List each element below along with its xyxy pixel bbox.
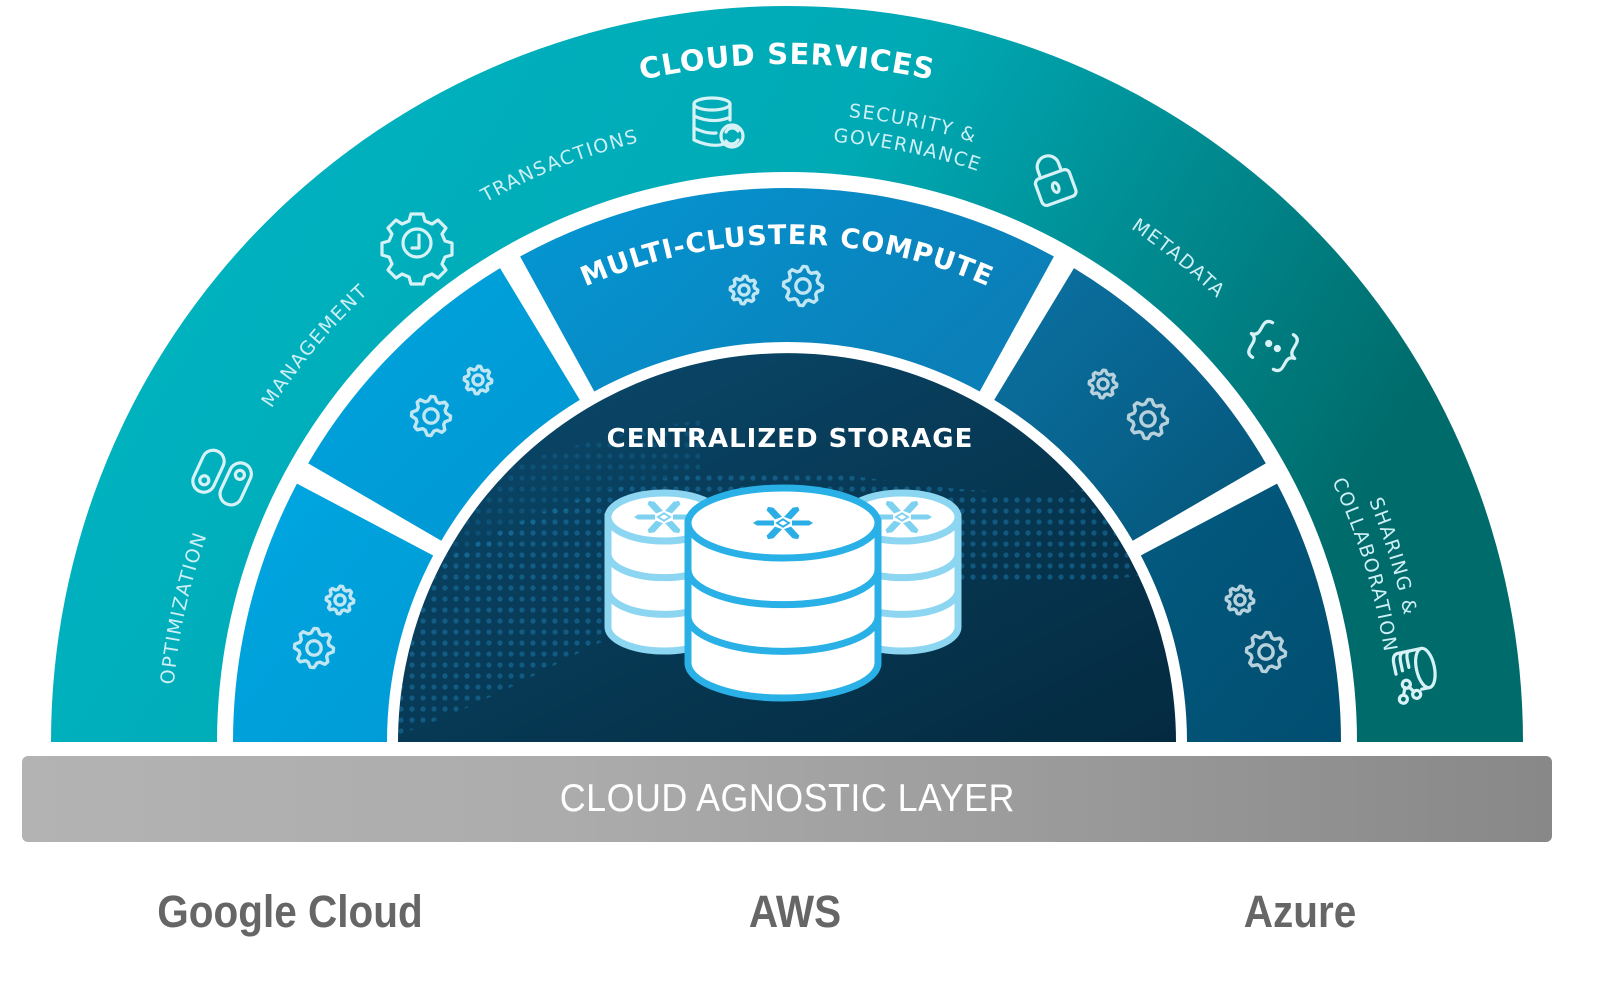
database-share-icon xyxy=(1391,646,1437,705)
database-cylinder xyxy=(684,484,882,702)
gear-icon xyxy=(1087,368,1119,400)
compute-segment xyxy=(308,268,580,541)
gear-icon xyxy=(1244,630,1288,674)
database-sync-icon xyxy=(692,96,745,149)
gear-icon xyxy=(462,364,494,396)
dot-wave-pattern xyxy=(398,420,1176,740)
provider-google-cloud: Google Cloud xyxy=(157,886,423,937)
snowflake-logo-icon xyxy=(753,506,813,540)
toggle-switches-icon xyxy=(191,448,253,507)
provider-aws: AWS xyxy=(748,886,842,937)
curly-brackets-icon xyxy=(1247,319,1299,373)
centralized-storage-title: CENTRALIZED STORAGE xyxy=(607,424,974,454)
gear-icon xyxy=(781,264,825,308)
gear-icon xyxy=(728,274,760,306)
compute-segment xyxy=(994,268,1266,541)
gear-icon xyxy=(409,394,453,438)
compute-gears xyxy=(292,264,1288,674)
provider-azure: Azure xyxy=(1243,886,1357,937)
lock-icon xyxy=(1033,154,1078,208)
cloud-services-ring xyxy=(51,6,1523,742)
gear-icon xyxy=(1126,397,1170,441)
compute-segment xyxy=(233,483,434,742)
snowflake-logo-icon xyxy=(872,500,932,534)
snowflake-database-icon xyxy=(604,484,962,702)
gear-icon xyxy=(324,584,356,616)
cloud-agnostic-layer: CLOUD AGNOSTIC LAYER xyxy=(22,756,1552,842)
gear-icon xyxy=(292,626,336,670)
cloud-agnostic-layer-label: CLOUD AGNOSTIC LAYER xyxy=(559,777,1015,820)
snowflake-logo-icon xyxy=(634,500,694,534)
gear-clock-icon xyxy=(380,212,454,286)
gear-icon xyxy=(1224,584,1256,616)
